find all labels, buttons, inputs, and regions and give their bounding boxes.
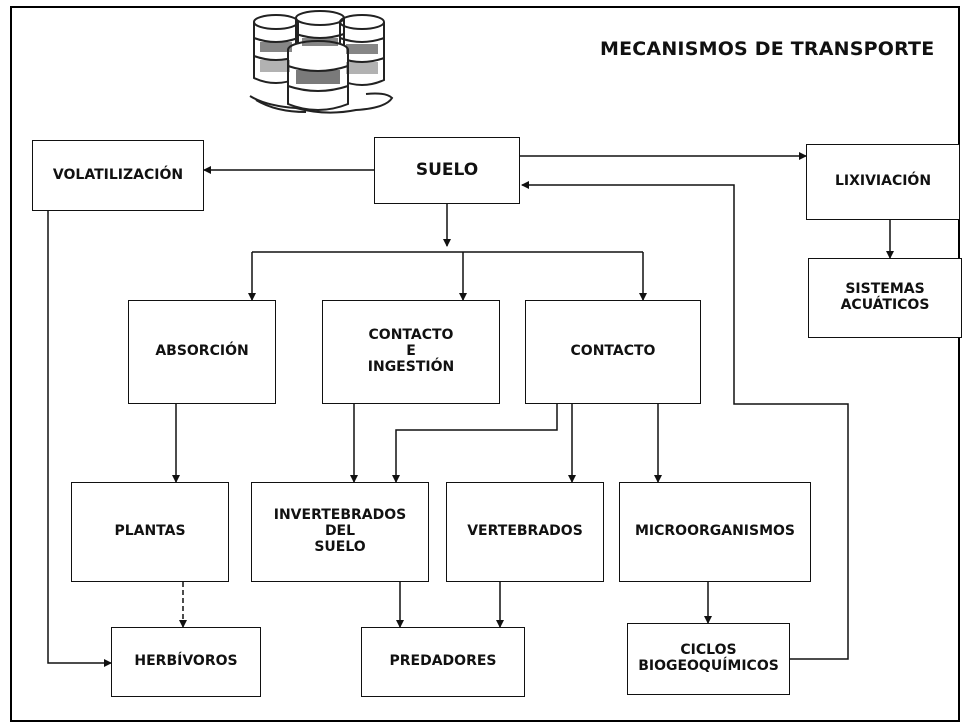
diagram-title: MECANISMOS DE TRANSPORTE (600, 38, 935, 60)
node-lixiviacion: LIXIVIACIÓN (806, 144, 960, 220)
node-suelo: SUELO (374, 137, 520, 204)
edge-volatilizacion-herbivoros (47, 211, 112, 667)
node-vertebrados: VERTEBRADOS (446, 482, 604, 582)
node-plantas: PLANTAS (71, 482, 229, 582)
edge-ciclos-suelo (521, 181, 849, 660)
node-sistemas-acuaticos: SISTEMAS ACUÁTICOS (808, 258, 962, 338)
node-contacto: CONTACTO (525, 300, 701, 404)
node-ciclos: CICLOS BIOGEOQUÍMICOS (627, 623, 790, 695)
node-predadores: PREDADORES (361, 627, 525, 697)
node-microorganismos: MICROORGANISMOS (619, 482, 811, 582)
node-herbivoros: HERBÍVOROS (111, 627, 261, 697)
node-contacto-ingestion: CONTACTO E INGESTIÓN (322, 300, 500, 404)
node-volatilizacion: VOLATILIZACIÓN (32, 140, 204, 211)
node-invertebrados: INVERTEBRADOS DEL SUELO (251, 482, 429, 582)
edge-contacto-invertebrados (392, 404, 558, 483)
node-absorcion: ABSORCIÓN (128, 300, 276, 404)
toxic-barrels-icon (249, 10, 394, 114)
